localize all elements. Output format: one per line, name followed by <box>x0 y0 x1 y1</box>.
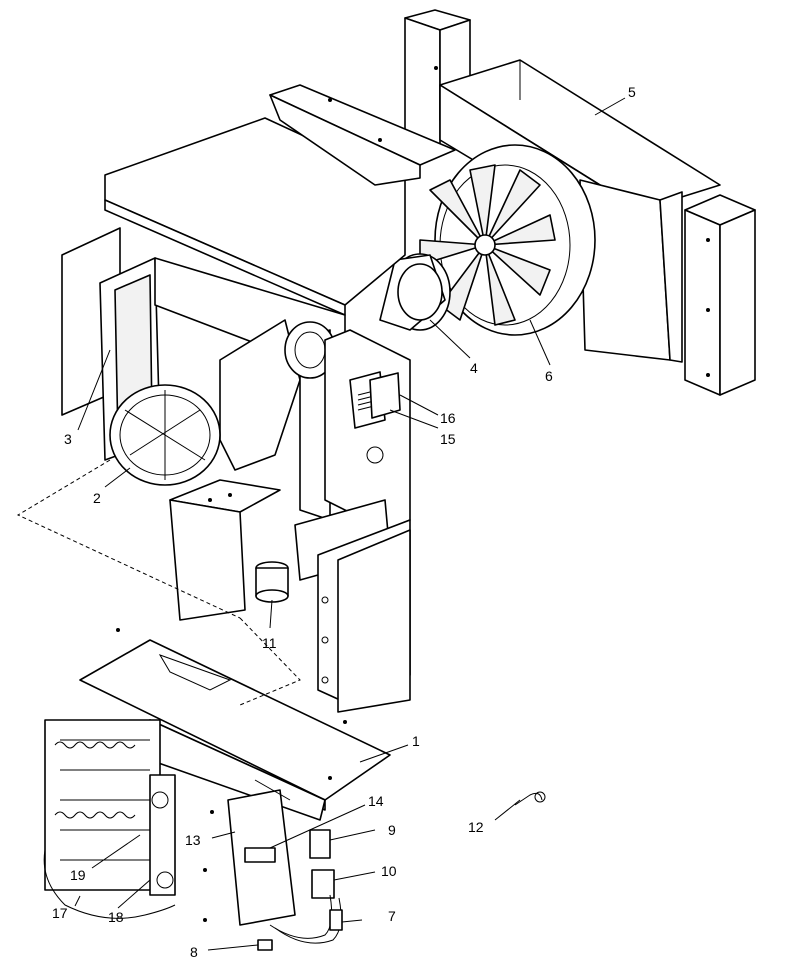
control-plate-part-13 <box>203 779 296 926</box>
assembly-guide-lines <box>16 459 301 706</box>
callout-1: 1 <box>412 733 420 749</box>
wire-harness-part-7 <box>269 894 343 944</box>
top-cover <box>104 84 456 316</box>
callout-10: 10 <box>381 863 397 879</box>
callout-8: 8 <box>190 944 198 960</box>
callout-13: 13 <box>185 832 201 848</box>
callout-14: 14 <box>368 793 384 809</box>
blower-wheel-part-2 <box>109 384 221 486</box>
switch-part-9 <box>309 829 331 859</box>
motor-part-4 <box>379 253 451 331</box>
callout-19: 19 <box>70 867 86 883</box>
callout-17: 17 <box>52 905 68 921</box>
callout-6: 6 <box>545 368 553 384</box>
callout-12: 12 <box>468 819 484 835</box>
clip-part-12 <box>514 791 546 806</box>
leader-lines <box>74 97 626 951</box>
fan-blades <box>419 164 556 326</box>
capacitor-part-11 <box>255 561 289 603</box>
callouts: 1 2 3 4 5 6 7 8 9 10 11 12 13 14 15 16 1… <box>52 84 636 960</box>
callout-15: 15 <box>440 431 456 447</box>
switch-part-10 <box>311 869 335 899</box>
callout-7: 7 <box>388 908 396 924</box>
control-module-part-16 <box>369 372 401 419</box>
callout-2: 2 <box>93 490 101 506</box>
screw-part-8 <box>257 939 273 951</box>
fan-assembly-part-6 <box>419 144 596 336</box>
callout-11: 11 <box>262 635 277 651</box>
callout-4: 4 <box>470 360 478 376</box>
control-bracket <box>169 479 281 621</box>
heater-assembly <box>43 719 176 919</box>
right-control-panel <box>324 329 411 531</box>
callout-18: 18 <box>108 909 124 925</box>
side-panel <box>684 194 756 396</box>
main-chassis <box>154 257 346 521</box>
callout-9: 9 <box>388 822 396 838</box>
front-panel-lower <box>317 519 411 713</box>
callout-5: 5 <box>628 84 636 100</box>
callout-16: 16 <box>440 410 456 426</box>
callout-3: 3 <box>64 431 72 447</box>
